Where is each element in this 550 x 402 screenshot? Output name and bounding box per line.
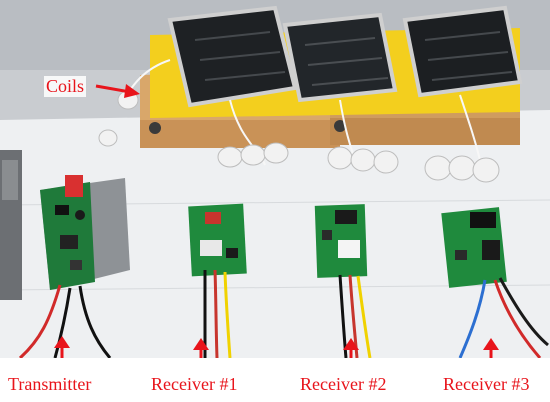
coil-pads bbox=[167, 5, 523, 108]
coils-arrow bbox=[95, 84, 140, 98]
coils-label: Coils bbox=[44, 76, 87, 97]
capacitors-2 bbox=[327, 146, 399, 174]
receiver-board-2 bbox=[314, 204, 368, 278]
capacitors-1 bbox=[217, 142, 289, 168]
capacitors-3 bbox=[424, 155, 500, 183]
receiver-board-3 bbox=[441, 207, 507, 288]
transmitter-board bbox=[40, 175, 130, 290]
receiver-3-label: Receiver #3 bbox=[443, 374, 530, 394]
receiver-board-1 bbox=[188, 203, 247, 277]
setup-photo bbox=[0, 0, 550, 358]
coil-pad-3 bbox=[402, 5, 523, 98]
receiver-1-label: Receiver #1 bbox=[151, 374, 238, 394]
caption-strip bbox=[0, 358, 550, 402]
receiver-2-label: Receiver #2 bbox=[300, 374, 387, 394]
table bbox=[0, 110, 550, 358]
transmitter-label: Transmitter bbox=[8, 374, 92, 394]
coil-pad-1 bbox=[167, 5, 298, 108]
coil-pad-2 bbox=[282, 12, 398, 103]
